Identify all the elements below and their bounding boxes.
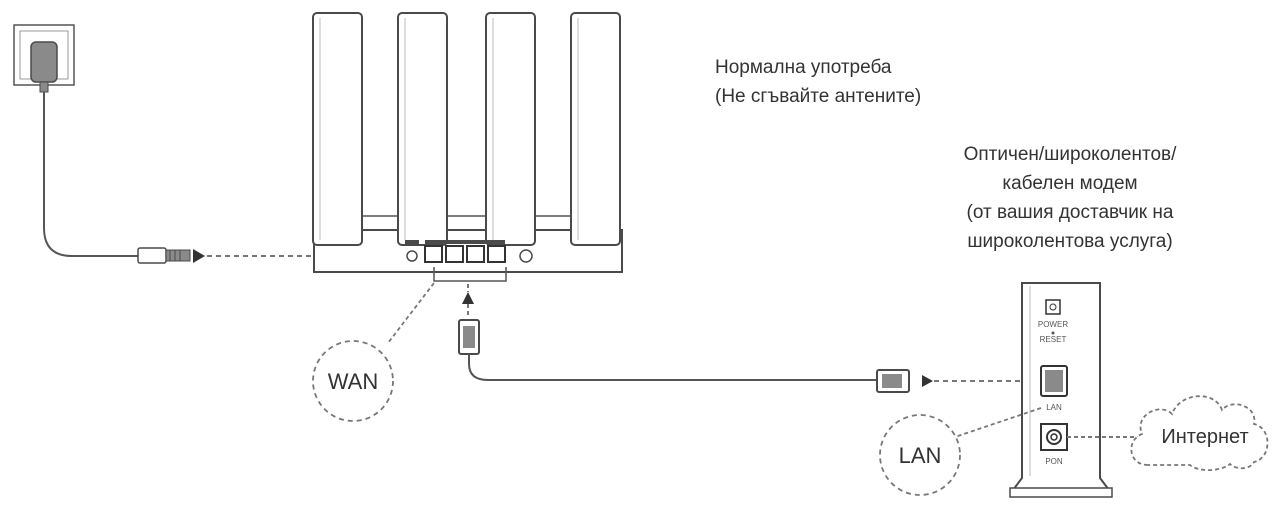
wan-callout-circle [312,340,394,422]
modem: POWER RESET LAN PON [1009,282,1113,498]
wan-callout-line [387,282,435,344]
antenna [485,12,536,246]
wan-label: WAN [328,369,379,394]
normal-use-line-1: Нормална употреба [715,57,892,78]
power-adapter [30,41,58,93]
modem-lan-port [1040,365,1068,397]
router-power-port [405,240,419,262]
router-wps-button [519,249,533,263]
power-cable [43,92,140,257]
router-wan-port [424,245,443,263]
arrow-icon [922,375,933,387]
modem-pon-port [1040,423,1068,451]
modem-lan-label: LAN [1046,403,1062,412]
power-plug [137,247,191,264]
internet-label: Интернет [1161,426,1248,448]
ethernet-plug [876,369,910,393]
internet-cloud-icon [1130,395,1269,472]
modem-description-line-2: кабелен модем [1002,173,1138,194]
router [312,12,623,273]
modem-power-button [1045,299,1061,315]
arrow-icon [462,292,474,304]
ethernet-plug [458,319,480,355]
router-lan-port [445,245,464,263]
normal-use-line-2: (Не сгъвайте антените) [715,86,922,107]
router-lan-port [466,245,485,263]
lan-callout-circle [879,414,961,496]
arrow-icon [193,249,205,263]
antenna [312,12,363,246]
modem-description-line-3: (от вашия доставчик на [966,202,1174,223]
router-lan-port [487,245,506,263]
modem-reset-label: RESET [1040,335,1067,344]
normal-use-label: Нормална употреба (Не сгъвайте антените) [715,53,921,111]
lan-callout-line [954,407,1042,438]
modem-reset-hole [1051,331,1055,335]
antenna [397,12,448,246]
modem-pon-label: PON [1045,457,1063,466]
lan-label: LAN [899,443,942,468]
ethernet-cable [468,354,880,381]
modem-description-label: Оптичен/широколентов/ кабелен модем (от … [905,140,1235,256]
modem-description-line-1: Оптичен/широколентов/ [963,144,1177,165]
antenna [570,12,621,246]
modem-description-line-4: широколентова услуга) [967,231,1173,252]
modem-power-label: POWER [1038,320,1068,329]
port-bracket [433,267,507,282]
